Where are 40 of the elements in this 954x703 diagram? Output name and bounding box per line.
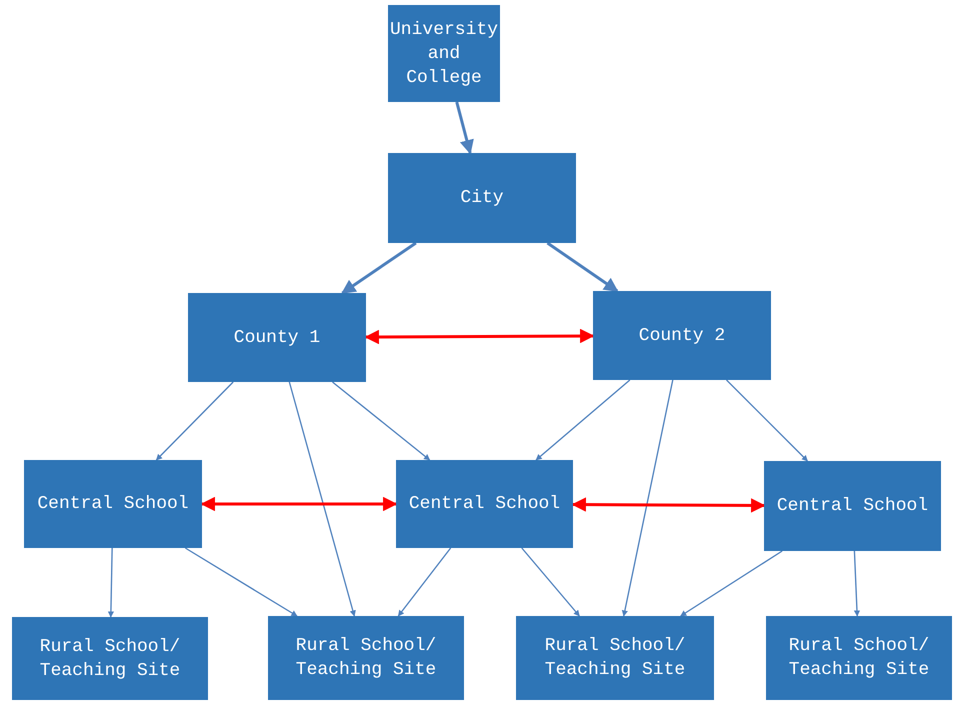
process-box: [24, 460, 202, 548]
box-label: Central School: [37, 493, 189, 516]
arrow: [546, 242, 618, 292]
process-box: [764, 461, 941, 551]
arrow: [536, 380, 630, 460]
process-box: [388, 153, 576, 243]
process-box: [12, 617, 208, 700]
process-box: [396, 460, 573, 548]
box-label: City: [460, 187, 504, 210]
arrow: [521, 548, 580, 616]
arrow: [622, 380, 674, 617]
arrow: [200, 496, 398, 512]
arrow: [680, 550, 783, 617]
arrow: [572, 497, 766, 513]
box-label: University and College: [390, 18, 498, 90]
box-label: County 2: [638, 324, 726, 348]
box-label: Rural School/ Teaching Site: [38, 636, 182, 682]
arrow: [184, 547, 298, 617]
arrow: [726, 380, 808, 462]
arrow: [455, 102, 474, 154]
box-label: County 1: [234, 326, 320, 350]
arrow: [108, 548, 114, 618]
process-box: [766, 616, 952, 700]
arrow: [288, 382, 356, 617]
process-box: [388, 5, 500, 102]
box-label: Rural School/ Teaching Site: [544, 635, 686, 682]
box-label: Rural School/ Teaching Site: [788, 635, 930, 682]
process-box: [593, 291, 771, 380]
process-box: [188, 293, 366, 382]
arrow: [854, 550, 860, 617]
process-box: [268, 616, 464, 700]
box-label: Rural School/ Teaching Site: [294, 635, 438, 682]
box-label: Central School: [776, 495, 928, 518]
arrow: [364, 328, 594, 344]
arrow: [398, 548, 452, 616]
arrow: [341, 242, 417, 294]
box-label: Central School: [408, 493, 560, 516]
process-box: [516, 616, 714, 700]
arrow: [156, 382, 234, 460]
arrow: [332, 382, 430, 460]
